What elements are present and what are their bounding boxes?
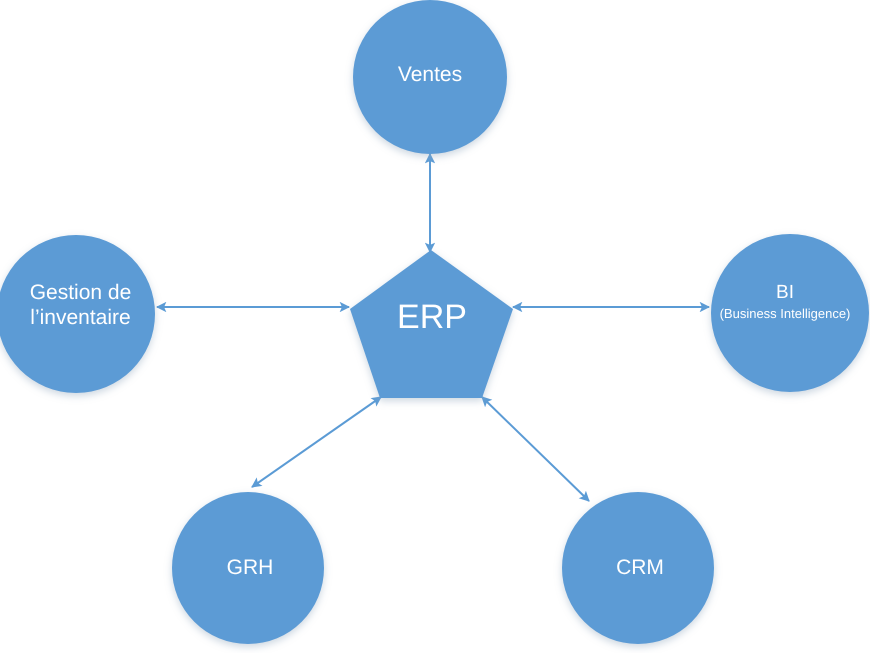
node-gestion-inventaire[interactable] (0, 235, 155, 393)
node-grh[interactable] (172, 492, 324, 644)
node-crm[interactable] (562, 492, 714, 644)
connector-erp-crm (481, 396, 590, 502)
connector-erp-grh (251, 396, 382, 488)
node-bi[interactable] (711, 234, 869, 392)
node-erp-pentagon[interactable] (350, 250, 513, 398)
node-ventes[interactable] (353, 0, 507, 154)
connector-group (155, 152, 711, 502)
